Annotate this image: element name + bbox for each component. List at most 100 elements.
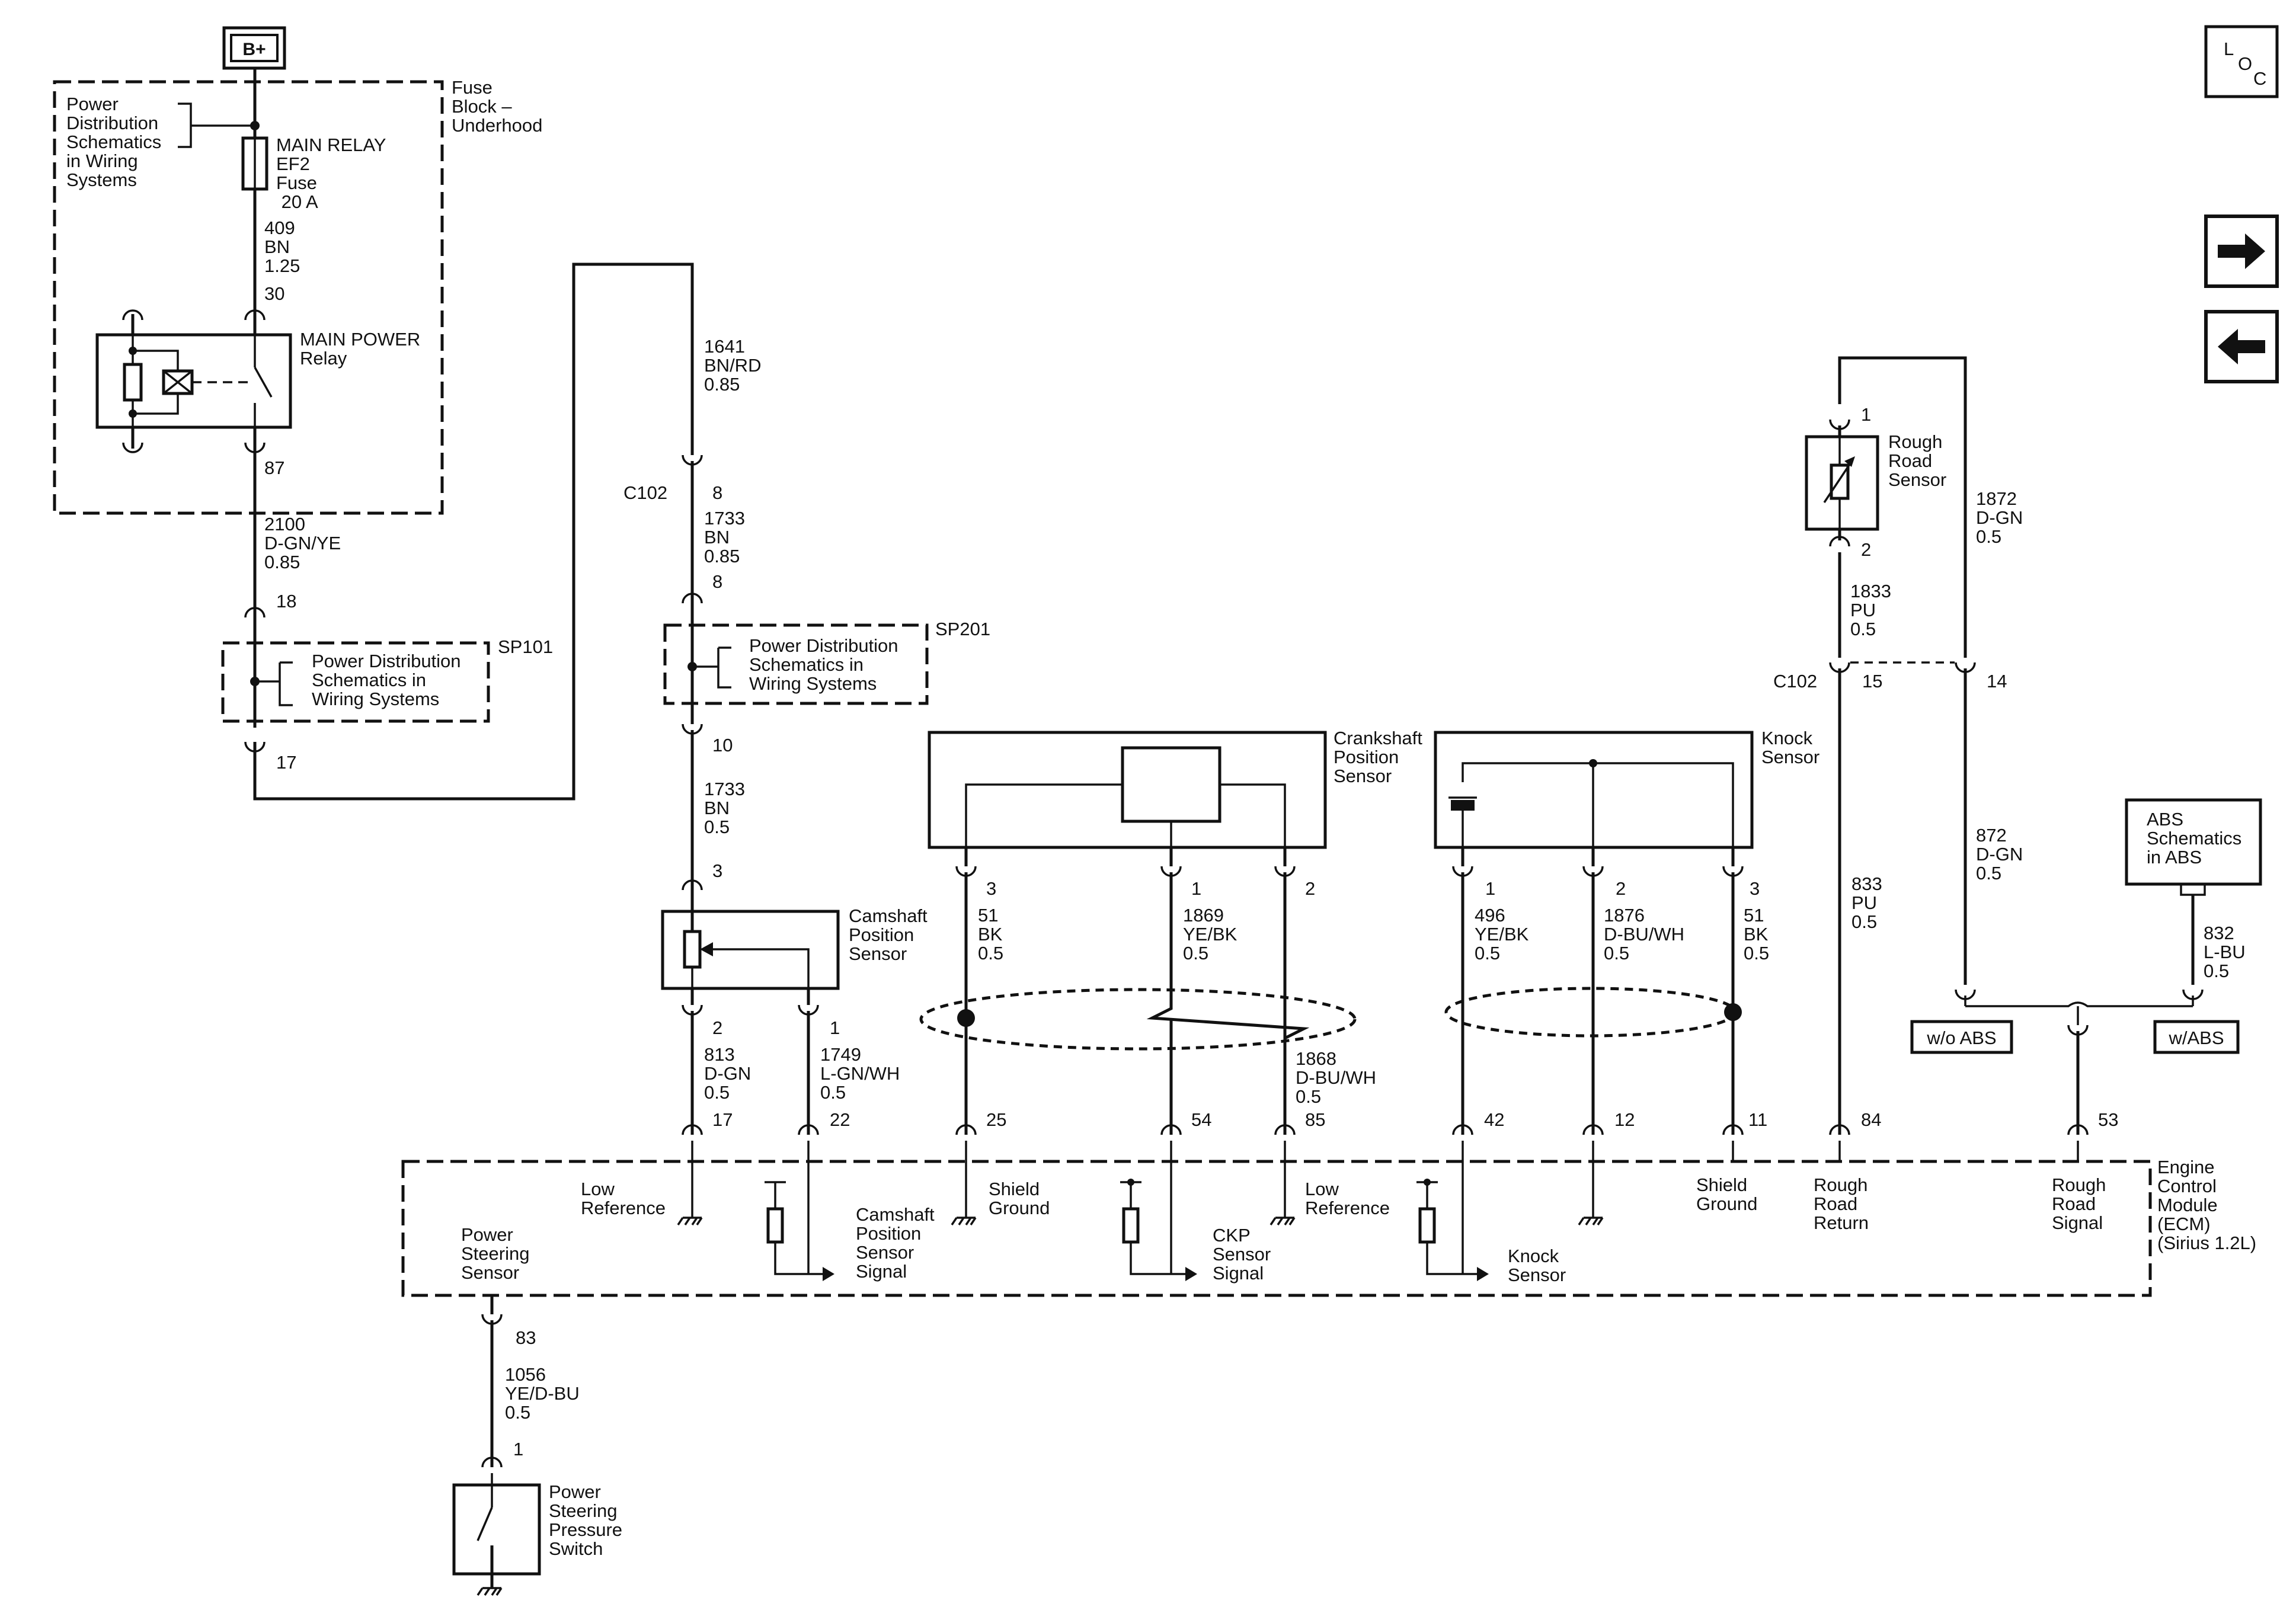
ecm-pin-25: 25	[986, 1109, 1006, 1130]
loc-box: L O C	[2204, 25, 2279, 98]
ecm-pin-42: 42	[1484, 1109, 1504, 1130]
fuse-ef2	[241, 136, 268, 191]
c102-right-id: C102	[1773, 671, 1817, 692]
knock-pin-3: 3	[1750, 878, 1760, 899]
ecm-pin-84: 84	[1861, 1109, 1881, 1130]
crankshaft-sensor	[928, 731, 1327, 866]
camshaft-sensor	[661, 890, 840, 990]
rr-pin-top: 1	[1861, 404, 1871, 425]
pds-ref-bracket	[178, 103, 255, 148]
ckp-pin-3: 3	[986, 878, 996, 899]
loc-letter-o: O	[2238, 53, 2252, 74]
ckp-shield-dot	[957, 1009, 975, 1027]
ecm-pin-22: 22	[830, 1109, 850, 1130]
c102-right-pin-b: 14	[1987, 671, 2007, 692]
cam-pin-b: 1	[830, 1017, 840, 1038]
ecm-boundary	[401, 1160, 2152, 1297]
cam-pin-a: 2	[712, 1017, 722, 1038]
ecm-pin-17: 17	[712, 1109, 733, 1130]
ecm-pin-11: 11	[1748, 1109, 1767, 1130]
c102-left-id: C102	[623, 482, 667, 503]
knock-shield	[1444, 987, 1737, 1038]
abs-with-label: w/ABS	[2168, 1028, 2224, 1048]
loc-letter-c: C	[2253, 68, 2266, 89]
ecm-pin-54: 54	[1191, 1109, 1211, 1130]
sp101-boundary	[221, 641, 490, 723]
sp201-boundary	[663, 623, 929, 705]
abs-ref-box	[2125, 798, 2262, 886]
rough-road-loop	[1838, 356, 1967, 658]
sp101-pin-in: 18	[276, 591, 296, 612]
rough-road-sensor	[1805, 435, 1879, 531]
knock-pin-2: 2	[1616, 878, 1626, 899]
knock-shield-dot	[1724, 1003, 1742, 1021]
sp101-pin-out: 17	[276, 752, 296, 773]
relay-pin-87: 87	[264, 457, 284, 478]
ps-switch-pin: 1	[513, 1439, 523, 1459]
ckp-pin-1: 1	[1191, 878, 1201, 899]
abs-without-label: w/o ABS	[1926, 1028, 1996, 1048]
arrow-right-icon	[2218, 233, 2265, 269]
knock-pin-1: 1	[1485, 878, 1495, 899]
arrow-left-icon	[2218, 329, 2265, 364]
main-power-relay	[95, 305, 292, 453]
rr-pin-bottom: 2	[1861, 539, 1871, 560]
c102-right-pin-a: 15	[1862, 671, 1882, 692]
prev-page-button[interactable]	[2204, 310, 2279, 383]
wire-jumper	[253, 263, 694, 801]
ecm-pin-caps	[682, 1124, 2089, 1135]
ckp-shield	[919, 988, 1357, 1051]
abs-option-bus	[1965, 1001, 2193, 1007]
ecm-pin-53: 53	[2098, 1109, 2118, 1130]
power-steering-switch	[452, 1473, 541, 1596]
ecm-pin-83: 83	[516, 1327, 536, 1348]
ckp-pin-2: 2	[1305, 878, 1315, 899]
sp201-id: SP201	[935, 619, 990, 639]
fuse-block-boundary	[53, 80, 444, 515]
next-page-button[interactable]	[2204, 215, 2279, 288]
abs-without-box	[1910, 1020, 2013, 1054]
abs-with-box	[2153, 1020, 2240, 1054]
ecm-pin-85: 85	[1305, 1109, 1325, 1130]
sp201-pin-out: 10	[712, 735, 733, 756]
loc-letter-l: L	[2224, 39, 2234, 59]
sp201-pin-in: 8	[712, 571, 722, 592]
